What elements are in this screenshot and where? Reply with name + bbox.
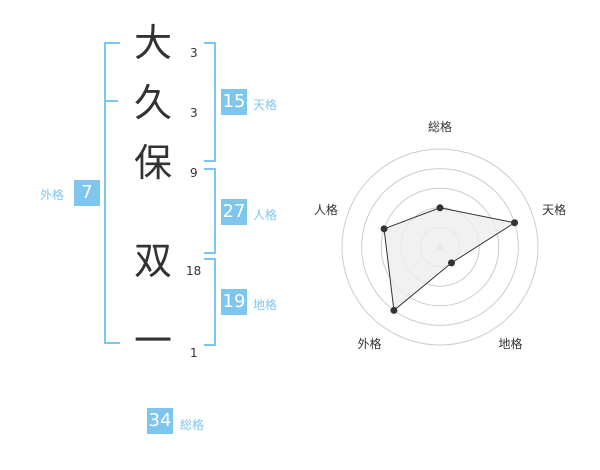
- name-char-3: 保: [133, 141, 172, 185]
- radar-point: [448, 259, 456, 267]
- radar-point: [511, 219, 519, 227]
- gaikaku-badge: 7: [74, 180, 100, 206]
- tenkaku-label: 天格: [253, 98, 278, 112]
- chikaku-bracket: [204, 258, 216, 346]
- stroke-count-5: 1: [190, 346, 198, 360]
- radar-point: [390, 306, 398, 314]
- radar-ring: [341, 148, 539, 346]
- radar-axis-label: 人格: [314, 202, 338, 217]
- name-char-5: 一: [133, 319, 172, 363]
- gaikaku-label: 外格: [40, 188, 65, 202]
- soukaku-badge: 34: [147, 408, 173, 434]
- radar-axis-label: 天格: [542, 202, 566, 217]
- radar-axis-label: 総格: [428, 119, 452, 134]
- radar-ring: [361, 168, 519, 326]
- name-char-2: 久: [133, 81, 172, 125]
- tenkaku-bracket: [204, 42, 216, 162]
- gaikaku-bracket: [104, 42, 120, 344]
- jinkaku-badge: 27: [221, 199, 247, 225]
- radar-axis-label: 外格: [357, 336, 381, 351]
- name-char-1: 大: [133, 21, 172, 65]
- radar-axis-label: 地格: [499, 336, 523, 351]
- name-char-4: 双: [133, 239, 172, 283]
- tenkaku-badge: 15: [221, 89, 247, 115]
- stroke-count-4: 18: [186, 264, 202, 278]
- stroke-count-1: 3: [190, 46, 198, 60]
- radar-series-area: [383, 207, 516, 312]
- stroke-count-2: 3: [190, 106, 198, 120]
- gaikaku-bracket-tick: [104, 100, 118, 102]
- radar-point: [436, 204, 444, 212]
- jinkaku-bracket: [204, 168, 216, 254]
- stroke-count-3: 9: [190, 166, 198, 180]
- jinkaku-label: 人格: [253, 208, 278, 222]
- chikaku-label: 地格: [253, 298, 278, 312]
- radar-ring: [380, 187, 500, 307]
- soukaku-label: 総格: [180, 418, 205, 432]
- chikaku-badge: 19: [221, 289, 247, 315]
- radar-point: [380, 225, 388, 233]
